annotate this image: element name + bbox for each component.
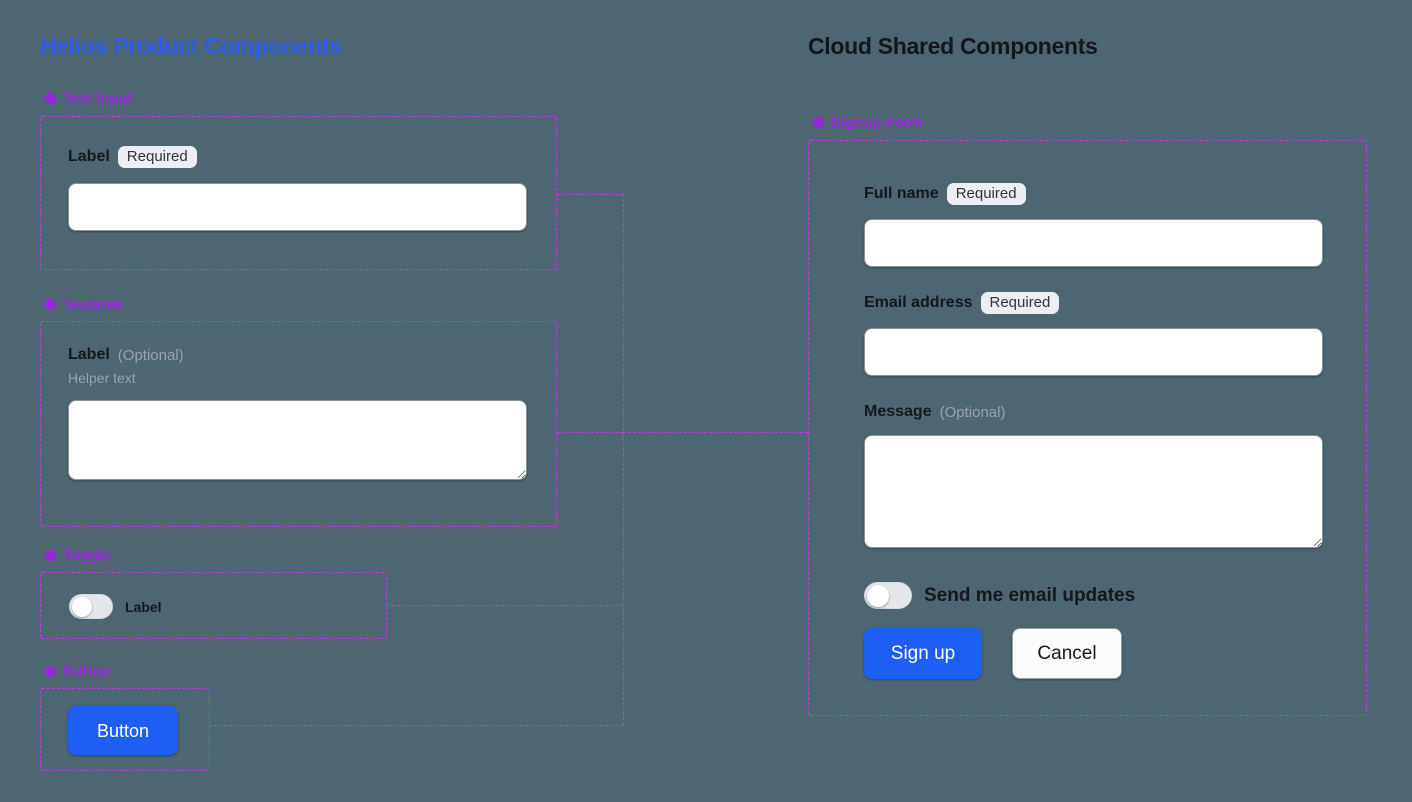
- message-label-row: Message (Optional): [864, 403, 1323, 421]
- email-required-badge: Required: [980, 292, 1060, 315]
- email-input[interactable]: [864, 328, 1323, 377]
- connector-button-stub: [209, 725, 623, 726]
- full-name-label-row: Full name Required: [864, 183, 1323, 206]
- full-name-input[interactable]: [864, 219, 1323, 268]
- sign-up-button[interactable]: Sign up: [864, 628, 982, 679]
- message-label: Message: [864, 403, 932, 420]
- cancel-button[interactable]: Cancel: [1012, 628, 1122, 679]
- section-label-text-input: Text Input: [63, 90, 133, 107]
- section-header-button: Button: [44, 663, 111, 680]
- email-updates-toggle-knob: [866, 584, 889, 607]
- textarea-field[interactable]: [68, 400, 527, 480]
- section-header-textarea: Textarea: [44, 296, 123, 313]
- full-name-label: Full name: [864, 185, 939, 203]
- right-column-title: Cloud Shared Components: [808, 33, 1098, 59]
- section-header-text-input: Text Input: [44, 90, 133, 107]
- text-input-required-badge: Required: [117, 146, 197, 169]
- toggle-row[interactable]: Label: [69, 594, 162, 619]
- section-label-textarea: Textarea: [63, 296, 123, 313]
- connector-textarea-stub: [557, 432, 623, 433]
- email-updates-label: Send me email updates: [924, 584, 1136, 606]
- frame-signup-form: Full name Required Email address Require…: [808, 140, 1367, 716]
- frame-toggle: Label: [40, 572, 387, 639]
- email-updates-toggle[interactable]: [864, 582, 912, 609]
- connector-text-input-stub: [557, 194, 623, 195]
- toggle-knob: [71, 596, 92, 617]
- diamond-components-icon: [44, 549, 57, 562]
- diamond-components-icon: [44, 665, 57, 678]
- full-name-required-badge: Required: [946, 183, 1026, 206]
- email-label: Email address: [864, 294, 973, 312]
- connector-to-signup-form: [623, 432, 808, 433]
- section-header-signup-form: Signup Form: [812, 114, 922, 131]
- diamond-components-icon: [44, 92, 57, 105]
- message-field-group: Message (Optional): [864, 403, 1323, 548]
- diamond-components-icon: [44, 298, 57, 311]
- textarea-helper-text: Helper text: [68, 370, 136, 386]
- textarea-optional-tag: (Optional): [117, 346, 184, 364]
- connector-toggle-stub: [387, 605, 623, 606]
- toggle-label: Label: [125, 598, 162, 615]
- textarea-label-row: Label (Optional): [68, 346, 529, 364]
- message-textarea[interactable]: [864, 435, 1323, 548]
- frame-text-input: Label Required: [40, 116, 557, 270]
- section-label-toggle: Toggle: [63, 547, 111, 564]
- email-field-group: Email address Required: [864, 292, 1323, 377]
- section-label-button: Button: [63, 663, 111, 680]
- full-name-field-group: Full name Required: [864, 183, 1323, 268]
- left-column-title: Helios Product Components: [40, 33, 342, 59]
- frame-textarea: Label (Optional) Helper text: [40, 321, 557, 527]
- text-input-label: Label: [68, 148, 110, 166]
- message-optional-tag: (Optional): [939, 403, 1006, 421]
- email-label-row: Email address Required: [864, 292, 1323, 315]
- demo-button[interactable]: Button: [68, 706, 178, 755]
- textarea-label: Label: [68, 346, 110, 363]
- email-updates-toggle-row[interactable]: Send me email updates: [864, 582, 1135, 609]
- diamond-components-icon: [812, 116, 825, 129]
- toggle-switch[interactable]: [69, 594, 113, 619]
- connector-trunk-main: [623, 194, 624, 725]
- frame-button: Button: [40, 688, 210, 771]
- text-input-label-row: Label Required: [68, 146, 529, 169]
- section-label-signup-form: Signup Form: [831, 114, 923, 131]
- section-header-toggle: Toggle: [44, 547, 111, 564]
- text-input-field[interactable]: [68, 183, 527, 232]
